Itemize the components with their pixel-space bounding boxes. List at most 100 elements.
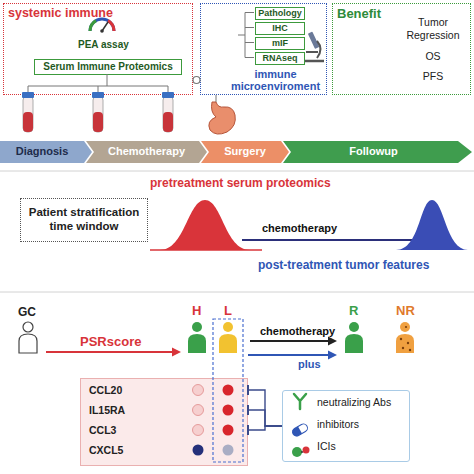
marker-dots: [223, 385, 234, 396]
gauge-icon: [108, 21, 114, 31]
chevron-fill: [0, 141, 92, 163]
node-text: Serum Immune Proteomics: [35, 61, 181, 73]
node-text: Surgery: [207, 145, 283, 158]
blood-tubes: [163, 96, 173, 132]
node-text: neutralizing Abs: [317, 396, 391, 409]
method-box: RNAseq: [255, 52, 305, 65]
node-text: systemic immune: [8, 6, 113, 21]
node-text: Chemotherapy: [92, 145, 201, 158]
patient-icon: [19, 322, 37, 353]
node-text: Patient stratification time window: [25, 205, 143, 233]
blood-tubes: [163, 112, 173, 132]
node-text: CCL20: [89, 384, 122, 397]
high-score-patient: [192, 322, 202, 332]
high-score-patient: [188, 322, 206, 353]
group-box: BenefitTumor RegressionOSPFS: [332, 3, 471, 95]
nonresponder-patient: [400, 322, 410, 332]
marker-dots: [193, 385, 234, 456]
low-score-patient: [223, 322, 233, 332]
blood-tubes: [162, 92, 174, 98]
connector-line: [248, 426, 282, 430]
marker-dots: [193, 445, 204, 456]
group-label: NR: [396, 303, 415, 319]
antibody-icon: [294, 394, 306, 409]
inhibition-connector: [248, 405, 282, 426]
junction-circle: [193, 77, 200, 84]
node-detail: CCL3: [89, 424, 116, 437]
node-text: Followup: [289, 145, 458, 158]
gauge-icon: [100, 29, 104, 33]
marker-dots: [223, 405, 234, 416]
nonresponder-patient: [400, 338, 402, 340]
blood-tubes: [23, 112, 33, 132]
microscope-icon: [306, 51, 318, 53]
marker-dots: [223, 445, 234, 456]
chevron-fill: [283, 141, 472, 163]
psrscore-arrow: [46, 348, 181, 357]
patient-icon: [23, 322, 33, 332]
node-detail: Tumor Regression: [399, 16, 467, 42]
note-box: Patient stratification time window: [20, 198, 148, 242]
pretreatment-curve: [160, 200, 250, 250]
arrow-label: plus: [298, 358, 321, 371]
timeline-stage: Surgery: [201, 141, 289, 163]
blood-tubes: [93, 96, 103, 132]
capsule-icon: [291, 423, 309, 438]
capsule-icon: [291, 427, 302, 438]
phase-label: chemotherapy: [262, 222, 337, 235]
responder-patient: [345, 334, 363, 353]
checkpoint-icon: [303, 447, 310, 454]
inhibition-connector: [248, 425, 282, 435]
connector-line: [248, 410, 282, 426]
arrow-label: chemotherapy: [260, 325, 335, 338]
sampling-lines: [28, 74, 168, 93]
method-box: IHC: [255, 22, 305, 35]
node-text: immune microenviroment: [227, 68, 324, 92]
responder-patient: [349, 322, 359, 332]
antibody-icon: [294, 394, 306, 409]
blood-tubes: [92, 92, 104, 98]
high-score-patient: [188, 334, 206, 353]
method-box: mIF: [255, 37, 305, 50]
group-label: L: [224, 303, 232, 319]
nonresponder-patient: [396, 322, 414, 353]
node-detail: IL15RA: [89, 404, 125, 417]
node-detail: PFS: [399, 70, 467, 83]
phase-label: post-treatment tumor features: [258, 258, 429, 272]
plus-arrow: [248, 351, 337, 360]
blood-tubes: [22, 92, 174, 132]
chemotherapy-arrow: [250, 340, 330, 342]
plus-arrow: [248, 354, 330, 356]
connector-line: [248, 390, 282, 426]
node-text: IHC: [256, 23, 304, 34]
low-group-outline: [213, 319, 243, 462]
inhibition-bar: [247, 405, 249, 415]
microscope-icon: [305, 60, 324, 63]
marker-dots: [193, 385, 204, 396]
nonresponder-patient: [405, 326, 407, 328]
node-detail: ICIs: [317, 440, 336, 453]
chevron-fill: [201, 141, 289, 163]
separator-line: [0, 171, 474, 292]
blood-tubes: [93, 112, 103, 132]
score-label: PSRscore: [80, 334, 141, 350]
chemotherapy-arrow: [250, 337, 337, 346]
blood-tubes: [22, 92, 34, 98]
blood-tubes: [23, 96, 33, 132]
microscope-icon: [308, 31, 320, 49]
phase-label: pretreatment serum proteomics: [150, 176, 331, 190]
inhibition-bar: [247, 425, 249, 435]
checkpoint-icon: [292, 447, 310, 458]
patient-icon: [19, 334, 37, 353]
node-detail: OS: [399, 50, 467, 63]
marker-panel: CCL20IL15RACCL3CXCL5: [80, 378, 248, 466]
checkpoint-icon: [301, 451, 303, 453]
therapy-box: neutralizing AbsinhibitorsICIs: [282, 390, 410, 462]
inhibition-bar: [247, 385, 249, 395]
nonresponder-patient: [409, 349, 411, 351]
group-label: H: [192, 303, 201, 319]
bracket-lines: [238, 13, 254, 58]
posttreatment-curve: [396, 200, 468, 250]
gauge-icon: [102, 22, 108, 31]
